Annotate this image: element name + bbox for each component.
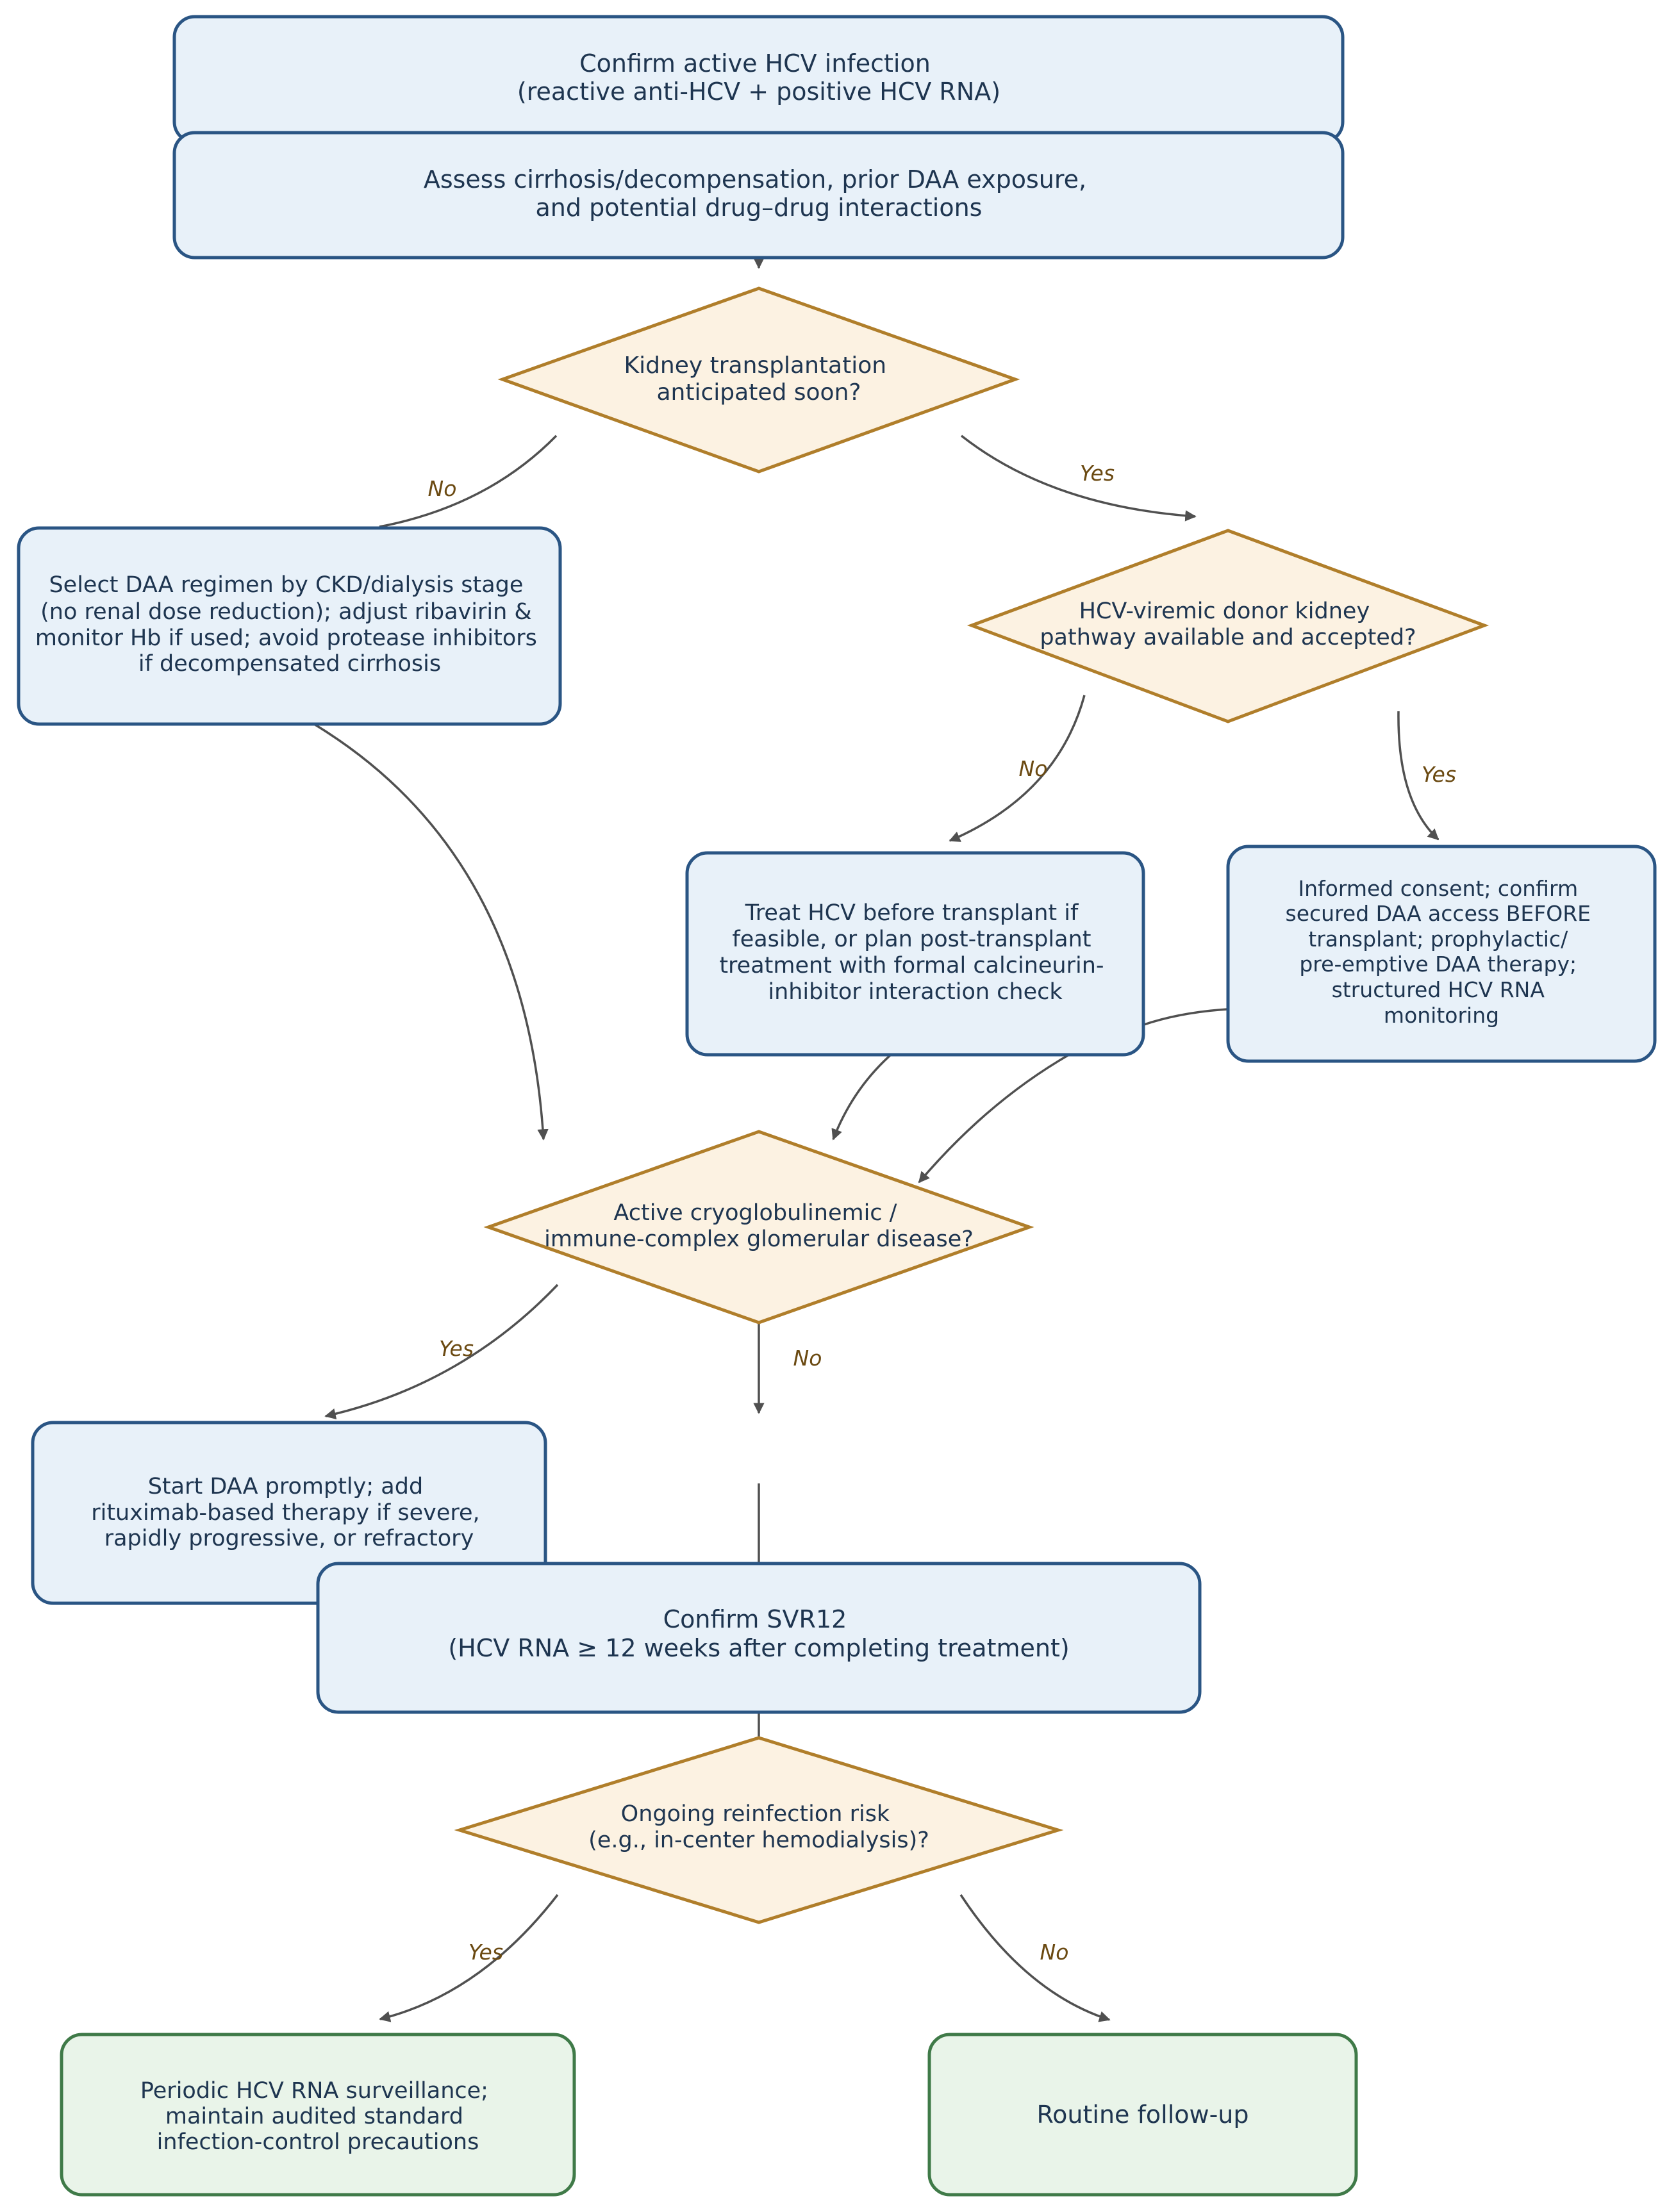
edge-label-donor-no: No bbox=[1019, 756, 1048, 781]
node-text-line: immune-complex glomerular disease? bbox=[544, 1226, 974, 1252]
node-text-line: rapidly progressive, or refractory bbox=[104, 1526, 474, 1551]
node-text-line: and potential drug–drug interactions bbox=[536, 194, 983, 222]
node-text-line: pathway available and accepted? bbox=[1040, 625, 1416, 650]
edge-donor-yes bbox=[1397, 711, 1440, 841]
edge-kidney-no bbox=[379, 434, 558, 528]
node-text-line: pre-emptive DAA therapy; bbox=[1299, 952, 1577, 977]
node-text-line: Kidney transplantation bbox=[624, 352, 886, 379]
svg-text:Routine follow-up: Routine follow-up bbox=[1036, 2101, 1249, 2129]
edge-label-kidney-no: No bbox=[428, 476, 457, 501]
node-text-line: Assess cirrhosis/decompensation, prior D… bbox=[424, 165, 1086, 194]
edge-label-donor-yes: Yes bbox=[1422, 762, 1456, 787]
edge-reinf-yes bbox=[379, 1894, 559, 2022]
svg-text:Start DAA promptly; add: Start DAA promptly; add rituximab-based … bbox=[91, 1474, 487, 1551]
edge-reinf-no bbox=[959, 1894, 1111, 2022]
node-text-line: (reactive anti-HCV + positive HCV RNA) bbox=[517, 78, 1000, 106]
edge-treat-to-cryo bbox=[831, 1053, 892, 1141]
node-routine-follow-up: Routine follow-up bbox=[927, 2033, 1358, 2197]
svg-text:Treat HCV before transplant if: Treat HCV before transplant if feasible,… bbox=[719, 900, 1111, 1005]
node-text-line: monitoring bbox=[1384, 1003, 1499, 1028]
node-select-daa-regimen: Select DAA regimen by CKD/dialysis stage… bbox=[17, 526, 562, 726]
edge-cryo-yes bbox=[324, 1283, 559, 1420]
node-text-line: monitor Hb if used; avoid protease inhib… bbox=[35, 625, 537, 651]
node-text-line: (e.g., in-center hemodialysis)? bbox=[588, 1828, 929, 1853]
node-periodic-surveillance: Periodic HCV RNA surveillance; maintain … bbox=[60, 2033, 576, 2197]
edge-donor-no bbox=[949, 695, 1086, 842]
svg-text:Confirm SVR12 (HCV RNA ≥: Confirm SVR12 (HCV RNA ≥ 12 weeks after … bbox=[448, 1605, 1069, 1662]
svg-text:Active cryoglobulinemic /: Active cryoglobulinemic / immune-complex… bbox=[544, 1200, 974, 1252]
node-text-line: Informed consent; confirm bbox=[1298, 876, 1578, 901]
node-start-daa-promptly: Start DAA promptly; add rituximab-based … bbox=[31, 1421, 547, 1605]
edge-label-cryo-yes: Yes bbox=[439, 1336, 474, 1361]
node-treat-before-transplant: Treat HCV before transplant if feasible,… bbox=[685, 851, 1145, 1057]
edge-label-reinf-no: No bbox=[1040, 1940, 1069, 1965]
node-text-line: Confirm active HCV infection bbox=[579, 49, 931, 78]
node-text-line: structured HCV RNA bbox=[1332, 977, 1545, 1002]
node-text-line: transplant; prophylactic/ bbox=[1308, 927, 1568, 952]
node-text-line: Active cryoglobulinemic / bbox=[613, 1200, 897, 1226]
svg-text:Confirm active HCV infection: Confirm active HCV infection (reactive a… bbox=[517, 49, 1000, 106]
node-confirm-hcv-infection: Confirm active HCV infection (reactive a… bbox=[172, 15, 1345, 144]
decision-reinfection-risk: Ongoing reinfection risk (e.g., in-cente… bbox=[454, 1736, 1064, 1924]
node-text-line: rituximab-based therapy if severe, bbox=[91, 1500, 479, 1526]
node-text-line: Start DAA promptly; add bbox=[148, 1474, 423, 1499]
node-text-line: secured DAA access BEFORE bbox=[1286, 901, 1591, 926]
svg-text:Informed consent; confirm: Informed consent; confirm secured DAA ac… bbox=[1286, 876, 1598, 1028]
edge-label-kidney-yes: Yes bbox=[1080, 461, 1115, 486]
svg-text:Ongoing reinfection risk: Ongoing reinfection risk (e.g., in-cente… bbox=[588, 1801, 929, 1853]
node-text-line: if decompensated cirrhosis bbox=[138, 651, 441, 677]
svg-text:Select DAA regimen by CKD/dial: Select DAA regimen by CKD/dialysis stage… bbox=[35, 572, 544, 677]
node-text-line: infection-control precautions bbox=[157, 2129, 479, 2155]
decision-cryoglobulinemic: Active cryoglobulinemic / immune-complex… bbox=[483, 1130, 1034, 1325]
node-text-line: (no renal dose reduction); adjust ribavi… bbox=[40, 599, 532, 625]
svg-text:HCV-viremic donor kidney: HCV-viremic donor kidney pathway availab… bbox=[1040, 598, 1416, 650]
node-text-line: HCV-viremic donor kidney bbox=[1079, 598, 1370, 624]
node-assess-cirrhosis: Assess cirrhosis/decompensation, prior D… bbox=[172, 131, 1345, 260]
svg-text:Kidney transplantation a: Kidney transplantation anticipated soon? bbox=[624, 352, 893, 406]
node-text-line: Routine follow-up bbox=[1036, 2101, 1249, 2129]
decision-kidney-transplant: Kidney transplantation anticipated soon? bbox=[497, 286, 1020, 474]
svg-text:Periodic HCV RNA surveillance;: Periodic HCV RNA surveillance; maintain … bbox=[140, 2078, 495, 2155]
node-text-line: inhibitor interaction check bbox=[768, 979, 1063, 1005]
edge-kidney-yes bbox=[960, 434, 1197, 522]
node-text-line: Select DAA regimen by CKD/dialysis stage bbox=[49, 572, 523, 598]
node-text-line: maintain audited standard bbox=[165, 2104, 463, 2129]
node-confirm-svr12: Confirm SVR12 (HCV RNA ≥ 12 weeks after … bbox=[316, 1562, 1202, 1714]
edge-select-to-cryo bbox=[313, 723, 549, 1141]
edge-treat-to-cryo-right bbox=[918, 1053, 1070, 1184]
edge-label-cryo-no: No bbox=[793, 1346, 822, 1371]
node-text-line: Periodic HCV RNA surveillance; bbox=[140, 2078, 488, 2104]
node-text-line: (HCV RNA ≥ 12 weeks after completing tre… bbox=[448, 1634, 1069, 1662]
svg-text:Assess cirrhosis/decompensatio: Assess cirrhosis/decompensation, prior D… bbox=[424, 165, 1094, 222]
edge-consent-join bbox=[1141, 1008, 1228, 1027]
edge-label-reinf-yes: Yes bbox=[469, 1940, 503, 1965]
node-informed-consent: Informed consent; confirm secured DAA ac… bbox=[1226, 845, 1657, 1063]
node-text-line: feasible, or plan post-transplant bbox=[732, 927, 1091, 952]
node-text-line: anticipated soon? bbox=[657, 379, 861, 406]
node-text-line: Ongoing reinfection risk bbox=[621, 1801, 890, 1827]
decision-viremic-donor: HCV-viremic donor kidney pathway availab… bbox=[967, 529, 1489, 723]
node-text-line: treatment with formal calcineurin- bbox=[719, 953, 1104, 978]
node-text-line: Treat HCV before transplant if bbox=[745, 900, 1079, 926]
node-text-line: Confirm SVR12 bbox=[663, 1605, 847, 1633]
